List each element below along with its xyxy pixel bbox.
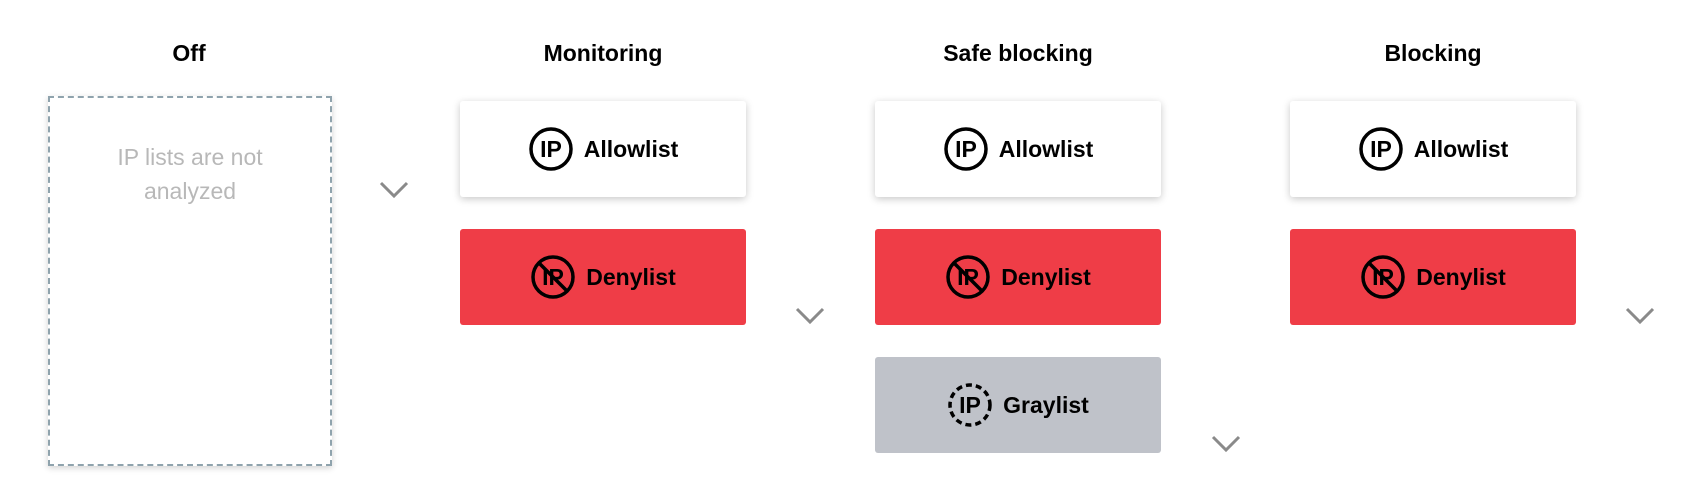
column-title-monitoring: Monitoring	[543, 40, 663, 66]
monitoring-denylist-card: IP Denylist	[460, 229, 746, 325]
card-label: Allowlist	[998, 135, 1094, 162]
ip-blocked-icon: IP	[1360, 254, 1406, 300]
ip-icon: IP	[1358, 126, 1404, 172]
flow-arrow-safe-blocking	[1211, 94, 1241, 453]
off-placeholder-box: IP lists are not analyzed	[48, 96, 332, 466]
flow-arrow-blocking	[1625, 94, 1655, 325]
card-label: Allowlist	[1413, 135, 1509, 162]
card-label: Denylist	[1416, 263, 1506, 290]
ip-icon: IP	[943, 126, 989, 172]
svg-text:IP: IP	[1370, 136, 1392, 162]
column-title-blocking: Blocking	[1384, 40, 1482, 66]
svg-text:IP: IP	[959, 392, 981, 418]
ip-icon: IP	[528, 126, 574, 172]
ip-dashed-icon: IP	[947, 382, 993, 428]
flow-arrow-off	[379, 94, 409, 199]
column-title-safe-blocking: Safe blocking	[943, 40, 1093, 66]
safe-blocking-allowlist-card: IP Allowlist	[875, 101, 1161, 197]
card-label: Denylist	[1001, 263, 1091, 290]
card-label: Graylist	[1003, 391, 1089, 418]
flow-arrow-monitoring	[795, 94, 825, 325]
off-note: IP lists are not analyzed	[117, 144, 263, 204]
card-label: Denylist	[586, 263, 676, 290]
safe-blocking-graylist-card: IP Graylist	[875, 357, 1161, 453]
ip-blocked-icon: IP	[945, 254, 991, 300]
svg-text:IP: IP	[540, 136, 562, 162]
blocking-allowlist-card: IP Allowlist	[1290, 101, 1576, 197]
card-label: Allowlist	[583, 135, 679, 162]
svg-text:IP: IP	[955, 136, 977, 162]
safe-blocking-denylist-card: IP Denylist	[875, 229, 1161, 325]
ip-blocked-icon: IP	[530, 254, 576, 300]
monitoring-allowlist-card: IP Allowlist	[460, 101, 746, 197]
column-title-off: Off	[172, 40, 206, 66]
blocking-denylist-card: IP Denylist	[1290, 229, 1576, 325]
